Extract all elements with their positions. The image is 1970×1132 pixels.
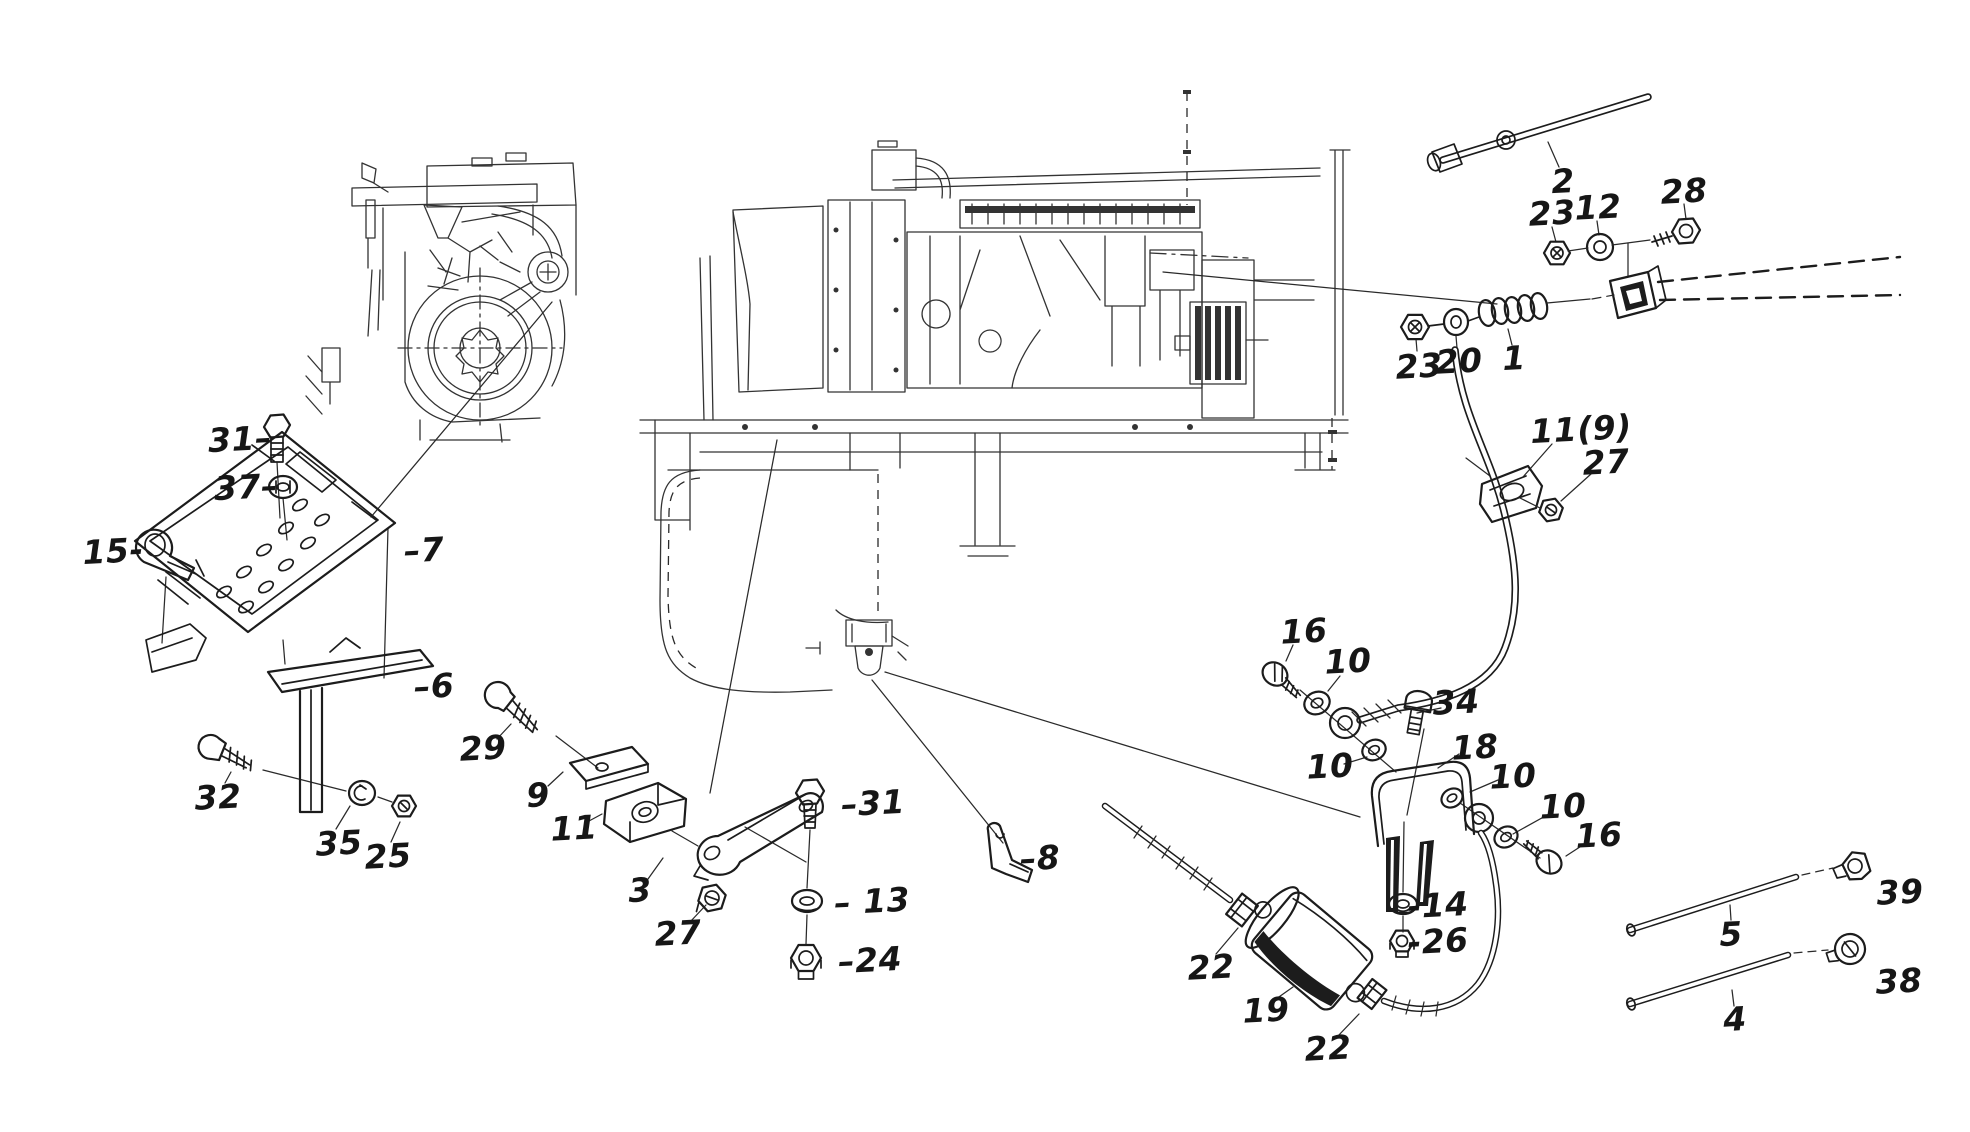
part-label-16-a: 16 bbox=[1279, 610, 1329, 652]
part-label-10-c: 10 bbox=[1488, 755, 1538, 797]
bracket-3-group bbox=[483, 680, 1034, 980]
part-label-10-b: 10 bbox=[1305, 745, 1355, 787]
part-label-31-mid: –31 bbox=[840, 781, 906, 825]
part-label-32: 32 bbox=[193, 776, 243, 818]
part-label-1: 1 bbox=[1501, 337, 1527, 379]
plate-7-slots bbox=[215, 498, 331, 614]
part-label-10-a: 10 bbox=[1323, 640, 1373, 682]
engine-side-view bbox=[639, 90, 1351, 693]
plate-7-group bbox=[133, 413, 435, 818]
part-label-15: 15- bbox=[81, 529, 145, 573]
part-label-19: 19 bbox=[1241, 989, 1291, 1031]
part-label-29: 29 bbox=[458, 727, 508, 769]
part-label-26: -26 bbox=[1406, 919, 1470, 963]
rods-group bbox=[1625, 851, 1872, 1011]
part-label-7: –7 bbox=[402, 529, 446, 571]
part-label-27-right: 27 bbox=[1581, 441, 1631, 483]
hose1-hatch bbox=[1133, 825, 1213, 891]
part-label-35: 35 bbox=[314, 822, 364, 864]
part-label-6: –6 bbox=[412, 665, 456, 707]
part-label-25: 25 bbox=[363, 835, 413, 877]
part-label-13: – 13 bbox=[833, 879, 911, 923]
leader-lines bbox=[161, 141, 1834, 1038]
part-label-9: 9 bbox=[525, 774, 551, 816]
part-label-38: 38 bbox=[1874, 960, 1924, 1002]
part-label-5: 5 bbox=[1718, 913, 1744, 955]
part-label-12: 12 bbox=[1573, 186, 1623, 228]
part-label-8: –8 bbox=[1018, 837, 1062, 879]
part-label-23-top: 23 bbox=[1527, 192, 1577, 234]
part-label-14: -14 bbox=[1406, 883, 1470, 927]
rod-2-group bbox=[1426, 93, 1902, 320]
part-label-37: 37– bbox=[213, 465, 279, 509]
part-label-22-b: 22 bbox=[1303, 1027, 1353, 1069]
spring-group bbox=[1399, 292, 1591, 341]
part-label-22-a: 22 bbox=[1186, 946, 1236, 988]
hose2-hatch bbox=[1391, 995, 1439, 1017]
part-label-4: 4 bbox=[1722, 998, 1748, 1040]
part-label-27-mid: 27 bbox=[653, 912, 703, 954]
part-label-28: 28 bbox=[1659, 170, 1709, 212]
part-label-16-b: 16 bbox=[1574, 814, 1624, 856]
part-label-39: 39 bbox=[1875, 871, 1925, 913]
part-label-24: –24 bbox=[837, 938, 903, 982]
cap-38 bbox=[1825, 932, 1867, 966]
cap-39 bbox=[1832, 851, 1872, 881]
part-label-20: 20 bbox=[1434, 340, 1484, 382]
part-label-3: 3 bbox=[627, 869, 653, 911]
fuel-line-group bbox=[1261, 346, 1564, 958]
engine-front-view bbox=[305, 152, 577, 443]
part-label-31-left: 31– bbox=[207, 417, 273, 461]
part-label-34: 34 bbox=[1431, 681, 1481, 723]
part-label-11-mid: 11 bbox=[549, 807, 599, 849]
filter-group bbox=[1101, 802, 1502, 1017]
